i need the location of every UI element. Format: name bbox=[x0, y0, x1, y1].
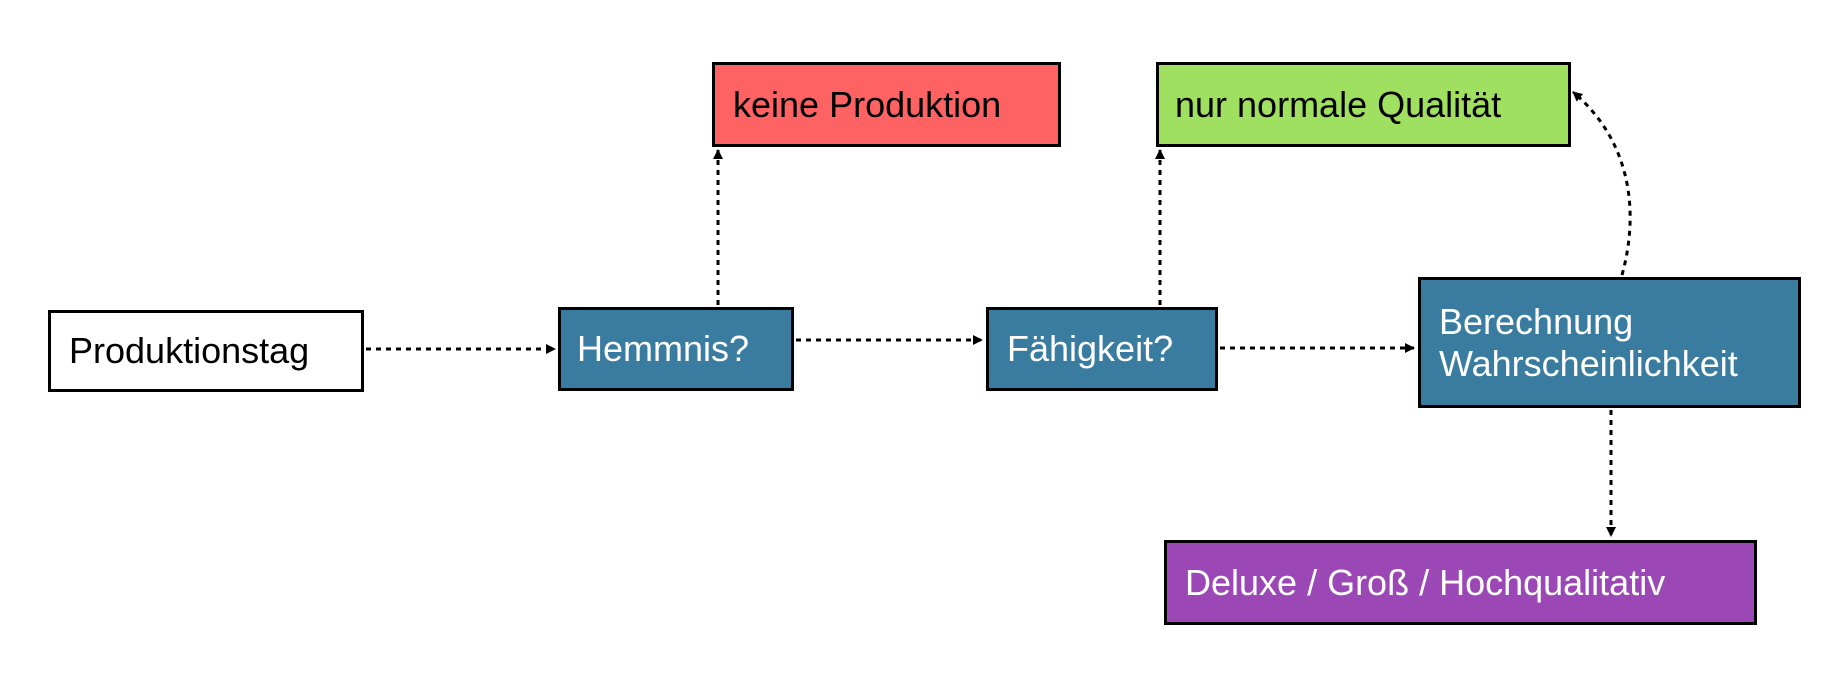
edge-berechnung-to-normale-qualitaet bbox=[1572, 90, 1632, 276]
node-produktionstag-label: Produktionstag bbox=[69, 330, 310, 371]
node-keine-produktion-label: keine Produktion bbox=[733, 83, 1002, 125]
node-normale-qualitaet-label: nur normale Qualität bbox=[1175, 83, 1502, 125]
node-berechnung-line1: Berechnung bbox=[1439, 300, 1634, 342]
node-keine-produktion: keine Produktion bbox=[712, 62, 1061, 147]
node-deluxe: Deluxe / Groß / Hochqualitativ bbox=[1164, 540, 1757, 625]
node-produktionstag: Produktionstag bbox=[48, 310, 364, 392]
node-berechnung: Berechnung Wahrscheinlichkeit bbox=[1418, 277, 1801, 408]
node-faehigkeit-label: Fähigkeit? bbox=[1007, 328, 1174, 369]
node-berechnung-line2: Wahrscheinlichkeit bbox=[1439, 342, 1738, 384]
node-deluxe-label: Deluxe / Groß / Hochqualitativ bbox=[1185, 561, 1666, 603]
node-normale-qualitaet: nur normale Qualität bbox=[1156, 62, 1571, 147]
node-hemmnis: Hemmnis? bbox=[558, 307, 794, 391]
node-faehigkeit: Fähigkeit? bbox=[986, 307, 1218, 391]
node-hemmnis-label: Hemmnis? bbox=[577, 328, 750, 369]
